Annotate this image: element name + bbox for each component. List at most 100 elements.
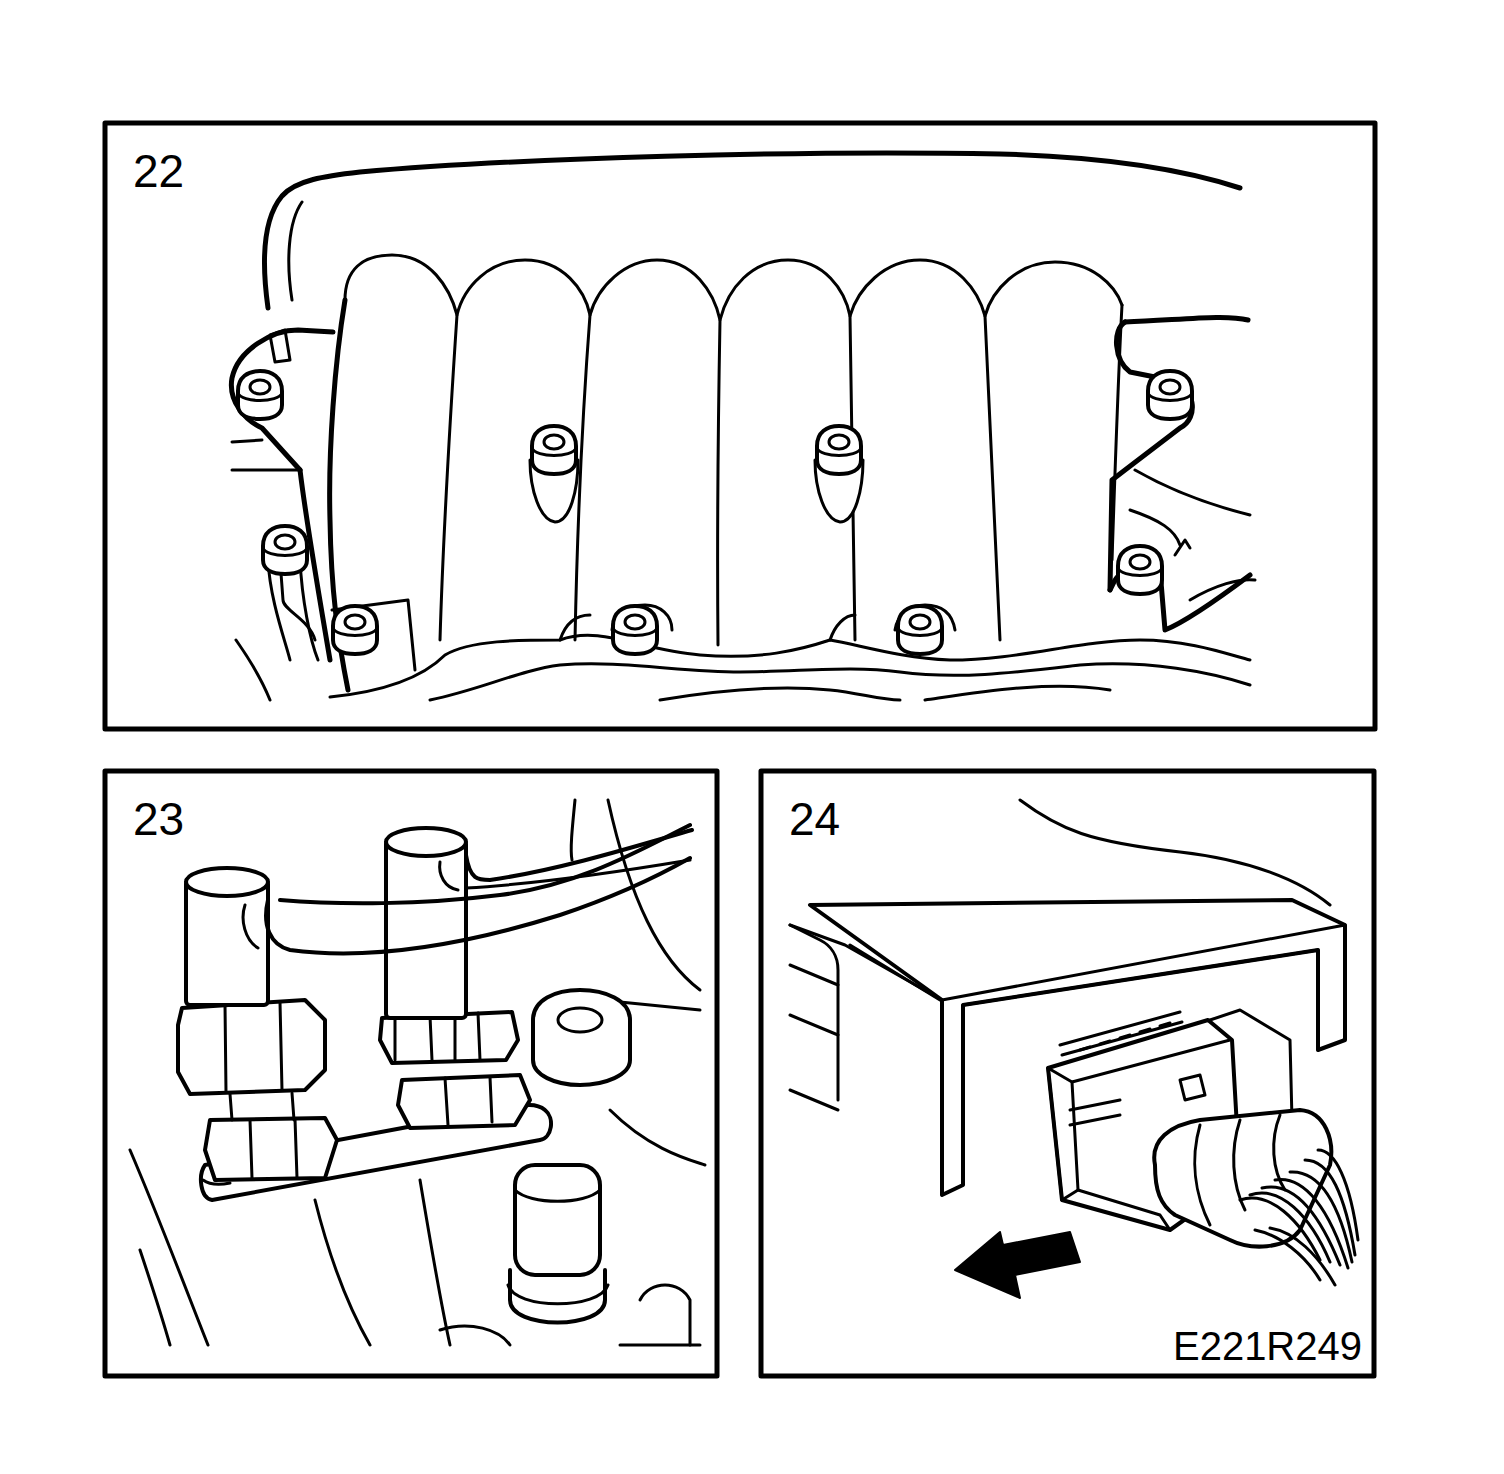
control-module-part (1234, 1120, 1245, 1210)
intake-manifold-part (660, 688, 900, 700)
bolt (817, 426, 861, 474)
control-module-part (1305, 1160, 1355, 1255)
intake-manifold-part (1190, 580, 1255, 600)
intake-manifold-part (718, 320, 720, 645)
control-module-part (790, 1015, 838, 1035)
intake-manifold-part (1175, 540, 1190, 555)
intake-manifold (231, 153, 1255, 700)
intake-manifold-part (265, 153, 1240, 308)
pipe-unions-part (205, 1118, 337, 1180)
intake-manifold-part (560, 615, 590, 640)
intake-manifold-part (289, 202, 302, 300)
bolt (898, 606, 942, 654)
pipe-unions-part (186, 868, 268, 896)
pipe-unions-part (186, 880, 268, 1005)
control-module-part (1048, 1068, 1078, 1200)
intake-manifold-part (231, 330, 333, 470)
control-module-part (790, 965, 838, 985)
pipe-unions-part (243, 905, 258, 948)
pipe-unions-part (398, 1075, 530, 1128)
control-module (790, 800, 1358, 1298)
pipe-unions-part (440, 1326, 700, 1345)
intake-manifold-part (830, 615, 855, 640)
bolt (1148, 371, 1192, 419)
pipe-unions-part (420, 1180, 450, 1345)
pipe-unions-part (386, 840, 466, 1018)
pipe-unions-part (510, 1270, 605, 1323)
control-module-part (790, 1090, 838, 1110)
control-module-part (942, 925, 1345, 1000)
pipe-unions-part (230, 1093, 294, 1120)
intake-manifold-part (332, 600, 415, 670)
bolt (532, 426, 576, 474)
intake-manifold-part (270, 330, 290, 362)
drawing-reference: E221R249 (1173, 1326, 1362, 1366)
control-module-part (1180, 1075, 1205, 1100)
pipe-unions-part (610, 1110, 705, 1165)
control-module-part (1255, 1230, 1320, 1280)
intake-manifold-part (236, 640, 270, 700)
pipe-unions-part (640, 1285, 690, 1345)
intake-manifold-part (1135, 470, 1250, 515)
control-module-part (1078, 1190, 1170, 1230)
pipe-unions-part (280, 825, 690, 903)
pipe-unions-part (466, 830, 692, 880)
pipe-unions-part (140, 1250, 170, 1345)
intake-manifold-part (1125, 317, 1248, 322)
pipe-unions-part (515, 1190, 600, 1201)
pipe-unions-part (558, 1008, 602, 1032)
pipe-unions-part (445, 1077, 492, 1125)
intake-manifold-part (985, 316, 1000, 640)
control-module-part (1290, 1172, 1352, 1262)
control-module-part (1270, 1228, 1335, 1285)
pipe-unions-part (386, 828, 466, 856)
figure-number: 23 (133, 796, 184, 842)
bolt (238, 371, 282, 419)
pipe-unions-part (508, 1285, 608, 1304)
intake-manifold-part (232, 440, 262, 442)
control-module-part (1020, 800, 1330, 905)
figure-number: 24 (789, 796, 840, 842)
panel-frame (105, 123, 1375, 729)
pipe-unions-part (571, 800, 575, 860)
control-module-part (790, 925, 942, 1000)
pipe-unions (130, 800, 705, 1345)
bolt (263, 526, 307, 574)
intake-manifold-part (430, 664, 1250, 700)
bolt (1118, 546, 1162, 594)
control-module-part (790, 925, 838, 1100)
pipe-unions-part (130, 1150, 208, 1345)
figure-number: 22 (133, 148, 184, 194)
panel-frames (105, 123, 1375, 1376)
pipe-unions-part (315, 1200, 370, 1345)
intake-manifold-part (440, 315, 457, 640)
pipe-unions-part (225, 1002, 282, 1092)
panel-frame (761, 771, 1374, 1376)
intake-manifold-part (345, 255, 1122, 320)
intake-manifold-part (300, 560, 318, 660)
bolt (333, 606, 377, 654)
pipe-unions-part (440, 862, 458, 890)
control-module-part (1070, 1100, 1120, 1125)
pipe-unions-part (178, 1000, 325, 1094)
pipe-unions-part (250, 1119, 297, 1178)
control-module-part (963, 950, 1318, 1005)
pipe-unions-part (515, 1165, 600, 1275)
pipe-unions-part (395, 1018, 455, 1060)
control-module-part (1154, 1110, 1331, 1247)
pipe-unions-part (533, 990, 630, 1085)
direction-arrow (955, 1232, 1080, 1298)
intake-manifold-part (232, 469, 300, 472)
control-module-part (1195, 1125, 1210, 1225)
intake-manifold-part (925, 686, 1110, 700)
panel-frame (105, 771, 717, 1376)
control-module-part (1318, 1150, 1358, 1240)
pipe-unions-part (266, 858, 690, 953)
pipe-unions-part (466, 860, 690, 888)
control-module-part (1262, 1187, 1340, 1265)
control-module-part (1072, 1040, 1230, 1082)
intake-manifold-part (1130, 510, 1180, 545)
bolt (613, 606, 657, 654)
control-module-part (1048, 1068, 1062, 1200)
